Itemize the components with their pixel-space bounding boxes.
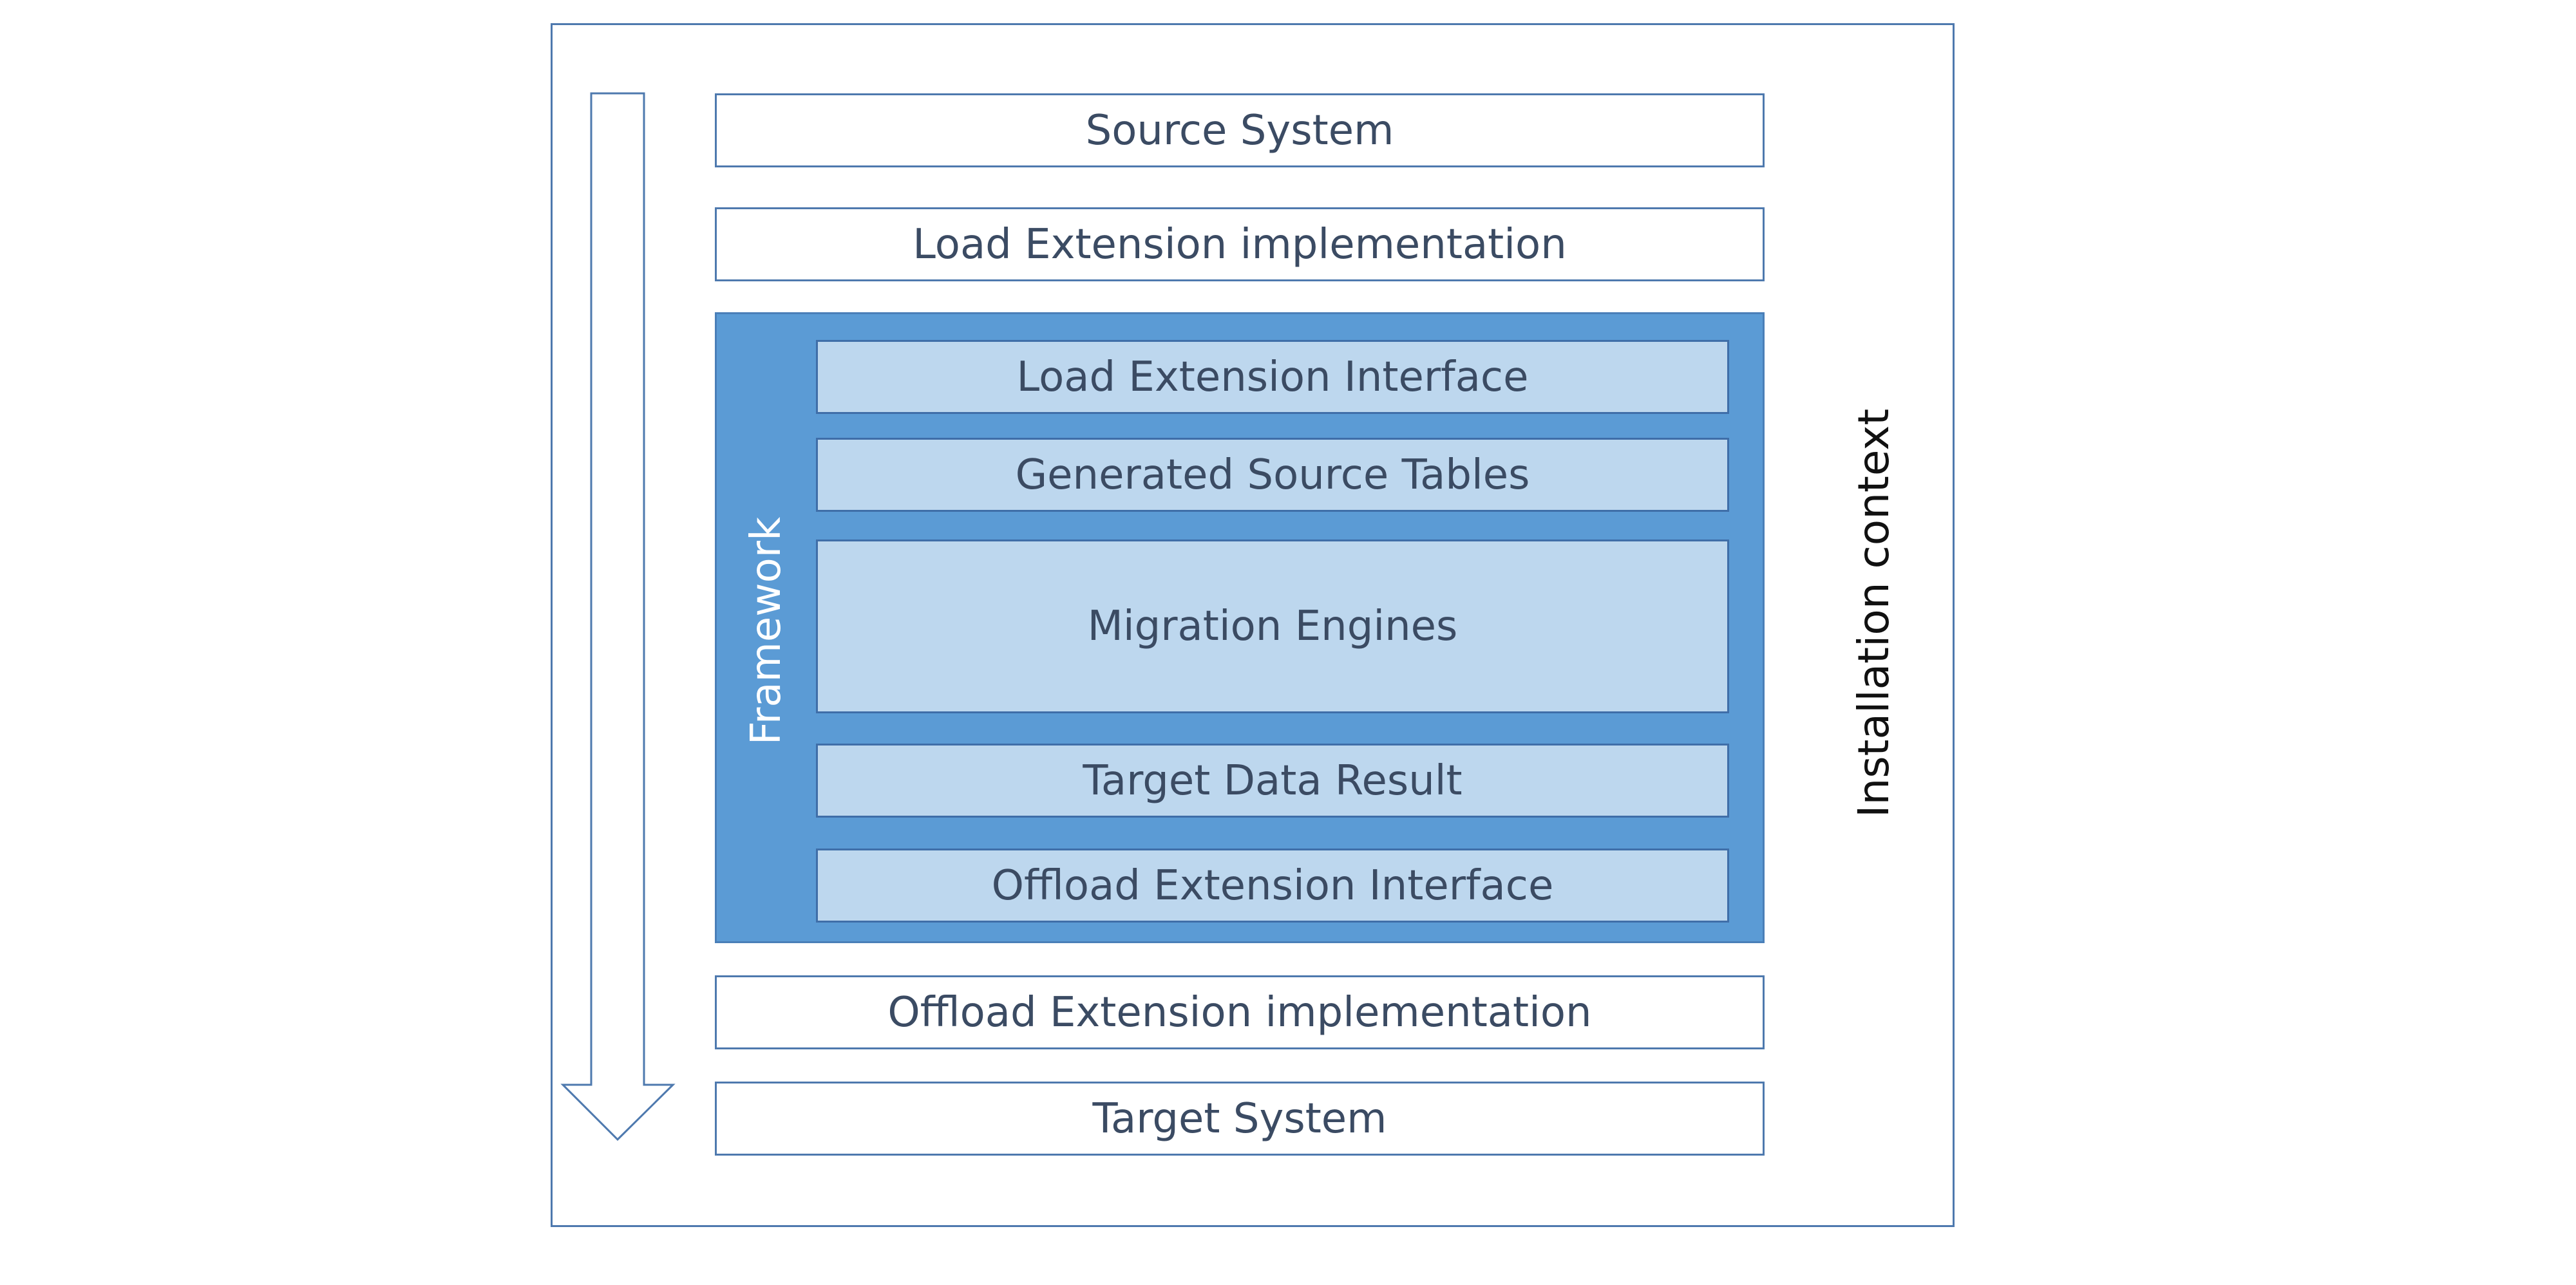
migration-engines-layer: Migration Engines bbox=[816, 539, 1729, 713]
generated-source-tables-layer: Generated Source Tables bbox=[816, 438, 1729, 512]
source-system-label: Source System bbox=[1085, 106, 1394, 155]
load-extension-interface-label: Load Extension Interface bbox=[1016, 353, 1529, 401]
load-extension-implementation-layer: Load Extension implementation bbox=[715, 207, 1765, 281]
offload-extension-interface-label: Offload Extension Interface bbox=[991, 861, 1554, 910]
offload-extension-implementation-layer: Offload Extension implementation bbox=[715, 975, 1765, 1049]
source-system-layer: Source System bbox=[715, 93, 1765, 167]
target-data-result-layer: Target Data Result bbox=[816, 744, 1729, 818]
target-system-label: Target System bbox=[1092, 1094, 1387, 1143]
framework-label: Framework bbox=[743, 516, 790, 746]
offload-extension-implementation-label: Offload Extension implementation bbox=[887, 988, 1592, 1036]
offload-extension-interface-layer: Offload Extension Interface bbox=[816, 849, 1729, 923]
installation-context-label: Installation context bbox=[1849, 408, 1899, 818]
load-extension-interface-layer: Load Extension Interface bbox=[816, 340, 1729, 414]
migration-engines-label: Migration Engines bbox=[1087, 603, 1458, 650]
load-extension-implementation-label: Load Extension implementation bbox=[913, 220, 1567, 268]
target-data-result-label: Target Data Result bbox=[1083, 756, 1463, 805]
target-system-layer: Target System bbox=[715, 1082, 1765, 1156]
generated-source-tables-label: Generated Source Tables bbox=[1015, 451, 1530, 499]
